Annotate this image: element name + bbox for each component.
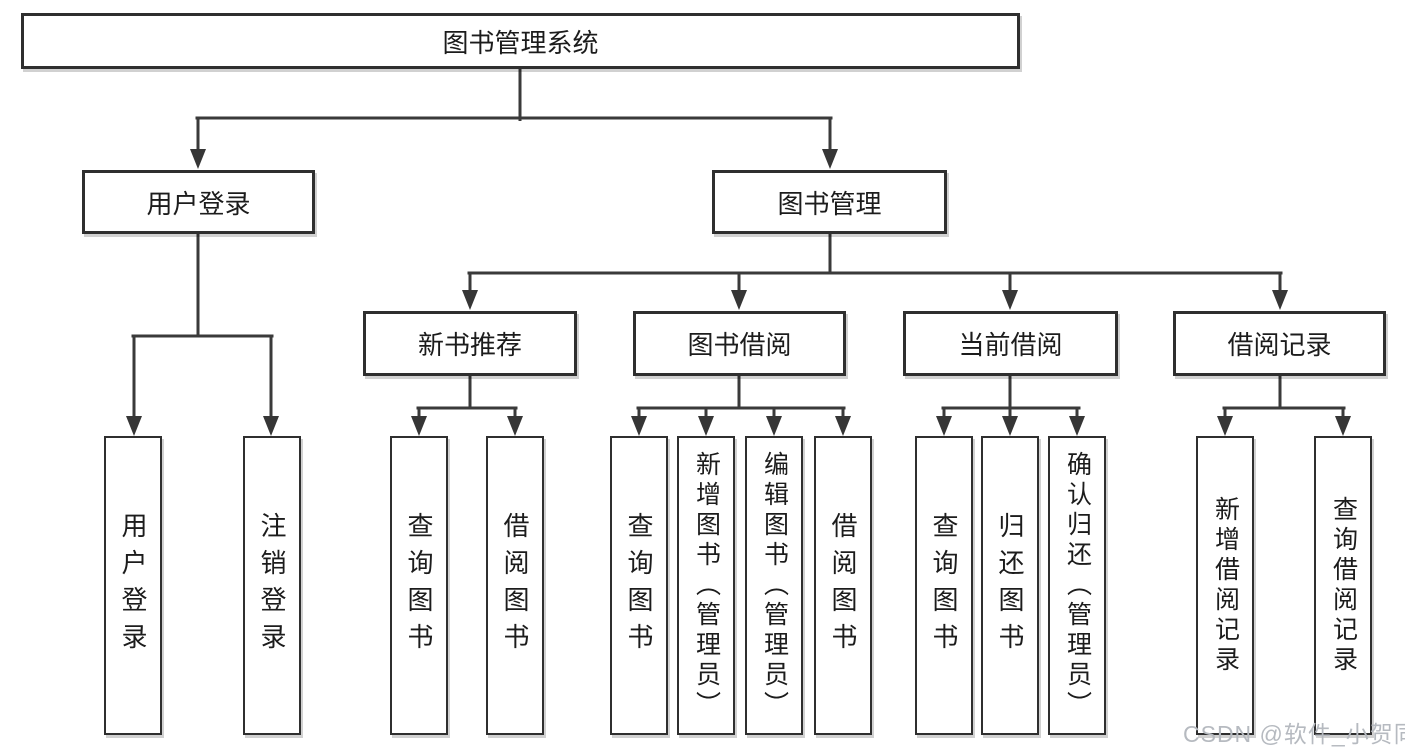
connector-segments [131, 66, 1346, 422]
node-label: 查询图书 [624, 511, 654, 660]
node-new-book-recommendation: 新书推荐 [363, 311, 577, 376]
node-label: 图书管理 [777, 188, 882, 219]
node-label: 借阅图书 [500, 511, 530, 660]
node-label: 借阅记录 [1227, 330, 1332, 360]
leaf-add-books-admin: 新增图书（管理员） [677, 436, 735, 735]
node-label: 用户登录 [118, 511, 148, 660]
node-label: 归还图书 [995, 511, 1025, 660]
node-label: 图书借阅 [687, 330, 792, 360]
leaf-query-books-current: 查询图书 [915, 436, 973, 735]
node-label: 新增借阅记录 [1211, 495, 1240, 676]
node-book-borrowing: 图书借阅 [633, 311, 846, 376]
leaf-edit-books-admin: 编辑图书（管理员） [745, 436, 803, 735]
leaf-borrow-books-borrowing: 借阅图书 [814, 436, 872, 735]
node-label: 用户登录 [146, 188, 251, 219]
node-root-library-management-system: 图书管理系统 [21, 13, 1020, 69]
node-label: 查询借阅记录 [1329, 495, 1358, 676]
leaf-confirm-return-admin: 确认归还（管理员） [1048, 436, 1106, 735]
leaf-user-login: 用户登录 [104, 436, 162, 735]
node-label: 查询图书 [404, 511, 434, 660]
node-label: 确认归还（管理员） [1063, 450, 1092, 721]
leaf-return-books: 归还图书 [981, 436, 1039, 735]
node-label: 借阅图书 [828, 511, 858, 660]
node-current-borrowing: 当前借阅 [903, 311, 1118, 376]
leaf-query-books-borrowing: 查询图书 [610, 436, 668, 735]
node-book-management: 图书管理 [712, 170, 947, 234]
arrowhead-icons [126, 149, 1351, 436]
leaf-borrow-books-recommend: 借阅图书 [486, 436, 544, 735]
leaf-query-borrow-record: 查询借阅记录 [1314, 436, 1372, 735]
csdn-watermark: CSDN @软件_小贺同学 [1183, 721, 1405, 747]
node-user-login: 用户登录 [82, 170, 315, 234]
leaf-logout: 注销登录 [243, 436, 301, 735]
node-label: 当前借阅 [958, 330, 1063, 360]
leaf-query-books-recommend: 查询图书 [390, 436, 448, 735]
node-label: 查询图书 [929, 511, 959, 660]
node-label: 新增图书（管理员） [692, 450, 721, 721]
node-label: 编辑图书（管理员） [760, 450, 789, 721]
node-borrowing-records: 借阅记录 [1173, 311, 1386, 376]
node-label: 新书推荐 [417, 330, 522, 360]
node-label: 注销登录 [257, 511, 287, 660]
leaf-add-borrow-record: 新增借阅记录 [1196, 436, 1254, 735]
node-label: 图书管理系统 [442, 27, 599, 58]
